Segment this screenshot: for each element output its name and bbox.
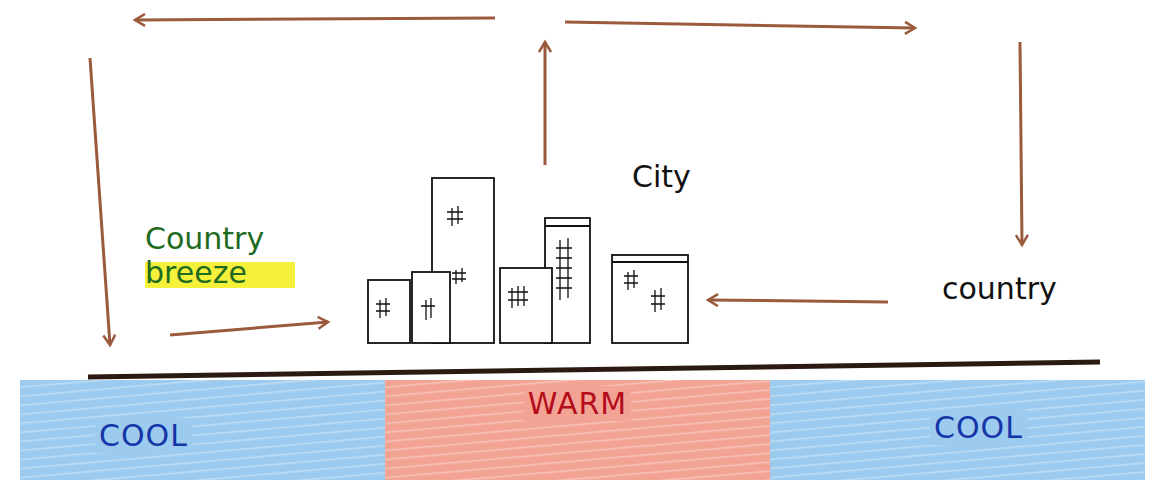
country-label: country xyxy=(942,272,1057,306)
building-windows xyxy=(376,206,665,320)
temperature-label: WARM xyxy=(524,386,631,421)
warm-ground-band: WARM xyxy=(385,380,770,480)
city-buildings xyxy=(368,178,688,343)
temperature-label: COOL xyxy=(930,410,1027,445)
cool-ground-band: COOL xyxy=(20,380,385,480)
temperature-label: COOL xyxy=(95,418,192,453)
circulation-arrows xyxy=(90,18,1022,345)
city-label: City xyxy=(632,160,691,194)
cool-ground-band: COOL xyxy=(770,380,1145,480)
breeze-label: Country breeze xyxy=(145,222,295,290)
ground-line xyxy=(88,362,1100,377)
